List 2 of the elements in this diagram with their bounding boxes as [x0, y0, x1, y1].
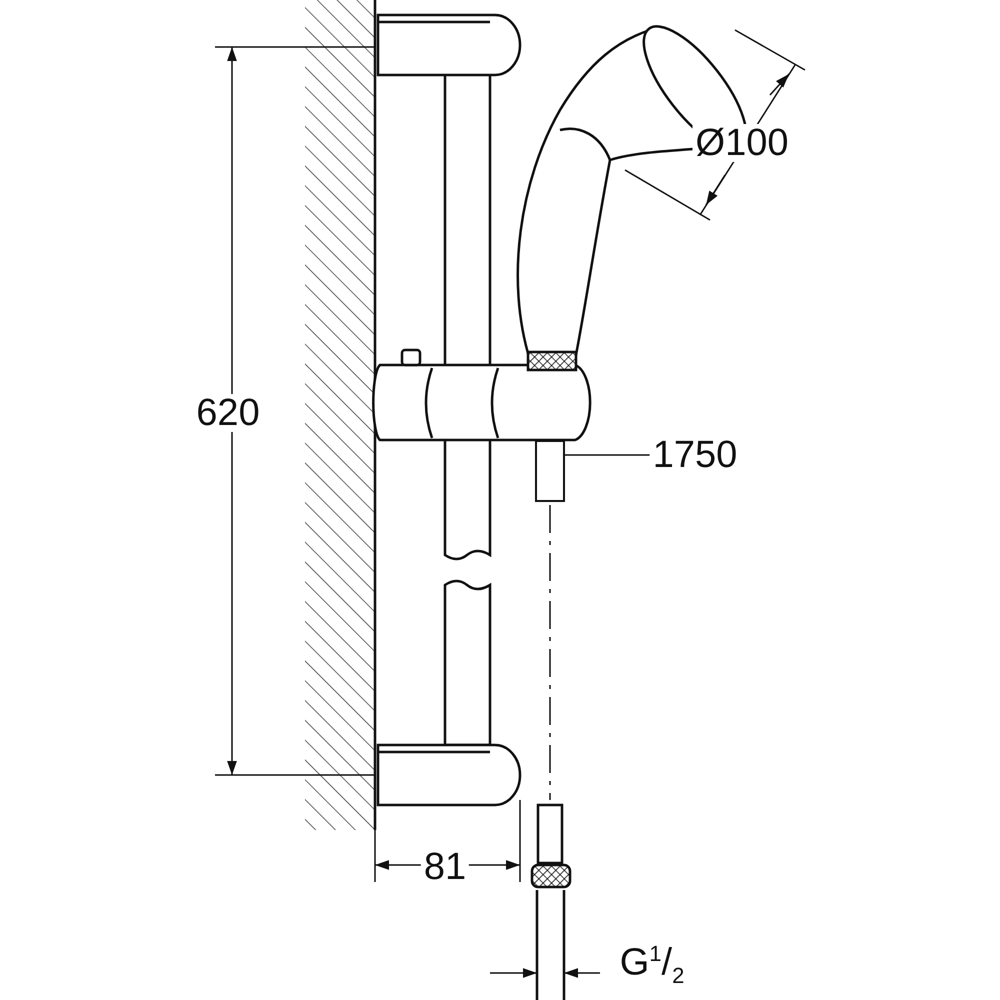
hose-segment — [535, 440, 565, 502]
leader-line — [565, 454, 650, 456]
